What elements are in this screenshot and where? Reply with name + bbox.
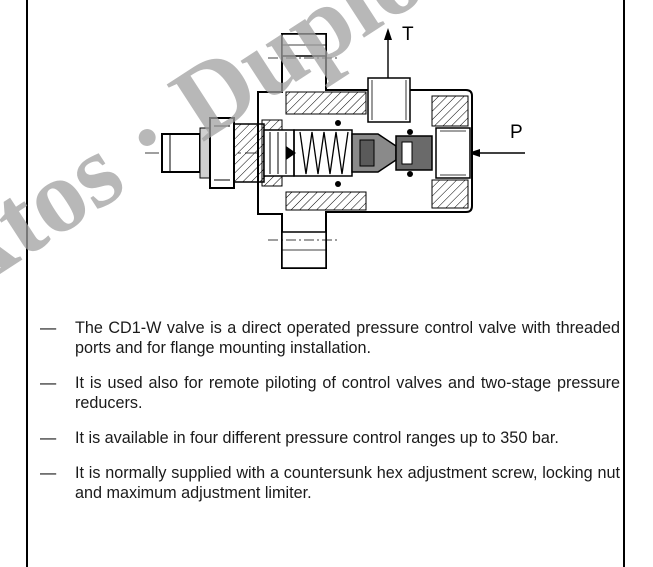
bullet-dash: — bbox=[40, 319, 57, 337]
bullet-dash: — bbox=[40, 429, 57, 447]
feature-text: It is normally supplied with a countersu… bbox=[75, 464, 620, 502]
feature-item: — It is available in four different press… bbox=[40, 428, 620, 448]
page-border bbox=[26, 0, 625, 567]
feature-text: The CD1-W valve is a direct operated pre… bbox=[75, 319, 620, 357]
feature-text: It is available in four different pressu… bbox=[75, 429, 559, 447]
feature-list: — The CD1-W valve is a direct operated pr… bbox=[40, 318, 620, 518]
valve-cross-section-drawing bbox=[145, 28, 525, 269]
feature-item: — The CD1-W valve is a direct operated pr… bbox=[40, 318, 620, 358]
bullet-dash: — bbox=[40, 374, 57, 392]
port-t-label: T bbox=[402, 24, 414, 45]
port-p-label: P bbox=[510, 122, 523, 143]
feature-item: — It is normally supplied with a counters… bbox=[40, 463, 620, 503]
bullet-dash: — bbox=[40, 464, 57, 482]
feature-item: — It is used also for remote piloting of … bbox=[40, 373, 620, 413]
feature-text: It is used also for remote piloting of c… bbox=[75, 374, 620, 412]
